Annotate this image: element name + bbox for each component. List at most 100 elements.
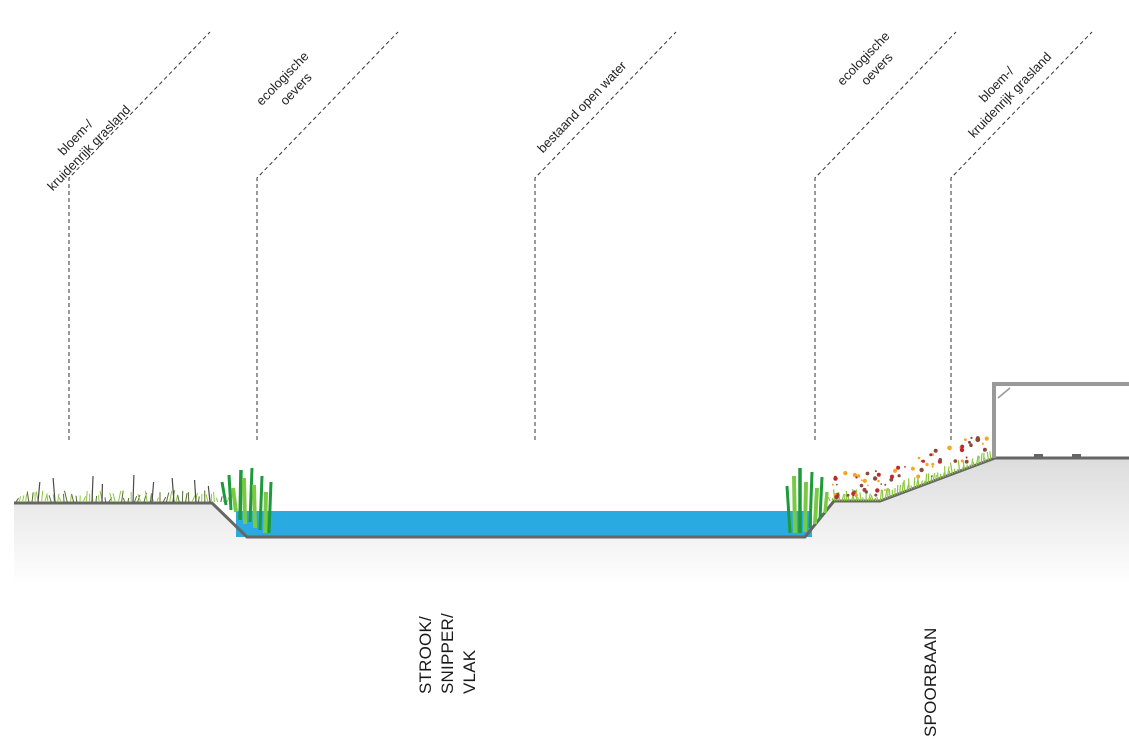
flower-dot [959, 447, 965, 453]
meadow-grass [876, 497, 879, 502]
grass-blade [64, 490, 68, 503]
flower-dot [859, 483, 864, 488]
flower-dot [865, 471, 870, 476]
flower-dot [884, 483, 887, 486]
flower-dot [897, 474, 901, 478]
grass-blade [112, 493, 116, 503]
flower-dot [984, 436, 989, 441]
reed-stem [267, 481, 273, 534]
label-right-grassland: bloem-/ kruidenrijk grasland [953, 37, 1054, 140]
grass-blade [52, 494, 55, 503]
flower-dot [925, 462, 929, 467]
grass-stalk [151, 481, 155, 503]
grass-blade [31, 492, 34, 503]
flower-dot [889, 477, 894, 482]
grass-blade [41, 490, 44, 503]
meadow-grass [966, 464, 968, 469]
grass-blade [26, 491, 30, 503]
grass-blade [69, 495, 72, 503]
grass-blade [57, 493, 60, 503]
open-water [236, 511, 812, 537]
meadow-grass [901, 481, 904, 493]
reed-stem [227, 474, 233, 511]
reed-stem [808, 471, 814, 529]
flower-dot [931, 465, 934, 468]
grass-blade [121, 490, 124, 503]
grass-blade [98, 495, 100, 503]
grass-stalk [132, 474, 135, 503]
meadow-grass [896, 485, 899, 495]
flower-dot [953, 459, 958, 463]
meadow-grass [870, 494, 874, 502]
meadow-grass [857, 496, 860, 502]
meadow-grass [843, 494, 846, 502]
leader-line-water [534, 31, 677, 440]
flower-dot [933, 448, 938, 453]
meadow-grass [908, 478, 910, 491]
grass-blade [75, 495, 78, 503]
meadow-grass [923, 480, 926, 485]
meadow-grass [949, 462, 953, 475]
flower-dot [965, 456, 968, 459]
meadow-grass [986, 451, 989, 461]
flower-dot [969, 443, 973, 448]
flower-dot [982, 447, 987, 452]
grass-blade [165, 492, 170, 503]
ground-fill [14, 458, 1129, 585]
flower-dot [929, 453, 933, 457]
flower-dot [893, 468, 898, 473]
flower-dot [874, 493, 878, 497]
reed-stem [785, 485, 792, 534]
grass-blade [144, 490, 148, 503]
meadow-grass [888, 489, 891, 498]
flower-meadow-right [827, 436, 992, 502]
flower-dot [981, 442, 984, 445]
grass-blade [220, 496, 223, 503]
label-spoorbaan: SPOORBAAN [921, 628, 940, 738]
flower-dot [931, 462, 935, 466]
flower-dot [938, 458, 942, 462]
flower-dot [883, 489, 886, 491]
flower-dot [920, 460, 923, 462]
grass-blade [109, 492, 113, 503]
flower-dot [875, 488, 880, 493]
label-strook-snipper-vlak: STROOK/ SNIPPER/ VLAK [416, 608, 479, 694]
flower-dot [919, 467, 924, 473]
grass-blade [95, 495, 98, 503]
meadow-grass [980, 453, 983, 464]
ground-outline [14, 456, 1129, 539]
meadow-grass [913, 477, 916, 489]
flower-dot [964, 459, 969, 464]
meadow-grass [899, 484, 902, 494]
meadow-grass [862, 497, 865, 502]
reed-stem [220, 481, 228, 506]
meadow-grass [956, 468, 959, 473]
flower-dot [880, 483, 883, 485]
reed-stem [263, 491, 268, 534]
grass-blade [44, 493, 48, 503]
grass-stalk [37, 481, 41, 503]
flower-dot [911, 466, 915, 471]
meadow-grass [989, 451, 992, 460]
meadow-grass [942, 472, 945, 478]
reed-stem [823, 491, 829, 514]
flower-dot [846, 493, 850, 497]
meadow-grass [841, 493, 845, 502]
meadow-grass [983, 457, 987, 462]
grass-blade [215, 497, 219, 503]
flower-dot [833, 476, 838, 481]
flower-dot [960, 444, 965, 449]
flower-dot [862, 478, 867, 483]
meadow-grass [935, 474, 937, 481]
reed-stem [813, 487, 819, 525]
meadow-grass [906, 483, 910, 492]
meadow-grass [972, 461, 975, 466]
reeds-right [785, 468, 829, 534]
meadow-grass [971, 458, 974, 467]
meadow-grass [932, 472, 936, 482]
flower-dot [917, 456, 921, 460]
flower-dot [862, 487, 867, 492]
grass-blade [25, 493, 28, 503]
meadow-grass [827, 496, 831, 502]
leader-line-left-banks [256, 31, 399, 440]
